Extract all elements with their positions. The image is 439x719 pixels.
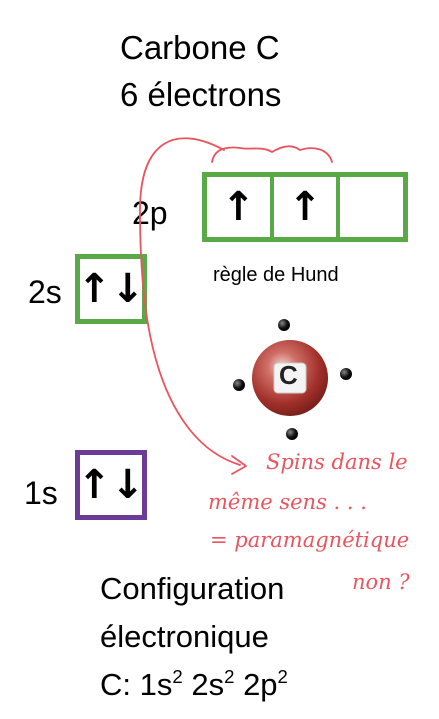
config-term-1s: 1s2 [139, 665, 183, 702]
note-line-3: = paramagnétique [210, 528, 410, 552]
label-2p: 2p [132, 195, 168, 231]
hund-brace-stroke [211, 145, 333, 163]
note-line-4: non ? [352, 570, 410, 594]
annotation-arrowhead [231, 455, 247, 475]
title-element: Carbone C [120, 29, 280, 66]
valence-electron-bottom [286, 428, 298, 440]
config-term-2s: 2s2 [191, 665, 235, 702]
title-electron-count: 6 électrons [120, 76, 282, 113]
orbital-2p: ↑ ↑ [202, 172, 408, 242]
config-heading-1: Configuration [100, 571, 285, 606]
hund-rule-label: règle de Hund [213, 264, 339, 286]
label-1s: 1s [24, 475, 58, 511]
config-term-2p: 2p2 [243, 665, 288, 702]
config-prefix: C: [100, 667, 140, 702]
label-2s: 2s [28, 274, 62, 310]
orbital-1s: ↑↓ [75, 450, 147, 520]
config-formula: C: 1s2 2s2 2p2 [100, 666, 288, 703]
config-heading-2: électronique [100, 619, 269, 654]
valence-electron-top [278, 319, 290, 331]
orbital-2p-cell-3 [336, 177, 403, 237]
orbital-2p-cell-1: ↑ [221, 184, 256, 230]
note-line-2: même sens . . . [208, 490, 367, 514]
valence-electron-left [233, 379, 245, 391]
orbital-2s: ↑↓ [75, 254, 147, 324]
orbital-2p-cell-2: ↑ [269, 177, 337, 237]
note-line-1: Spins dans le [266, 450, 408, 474]
atom-symbol: C [279, 360, 298, 390]
valence-electron-right [340, 368, 352, 380]
